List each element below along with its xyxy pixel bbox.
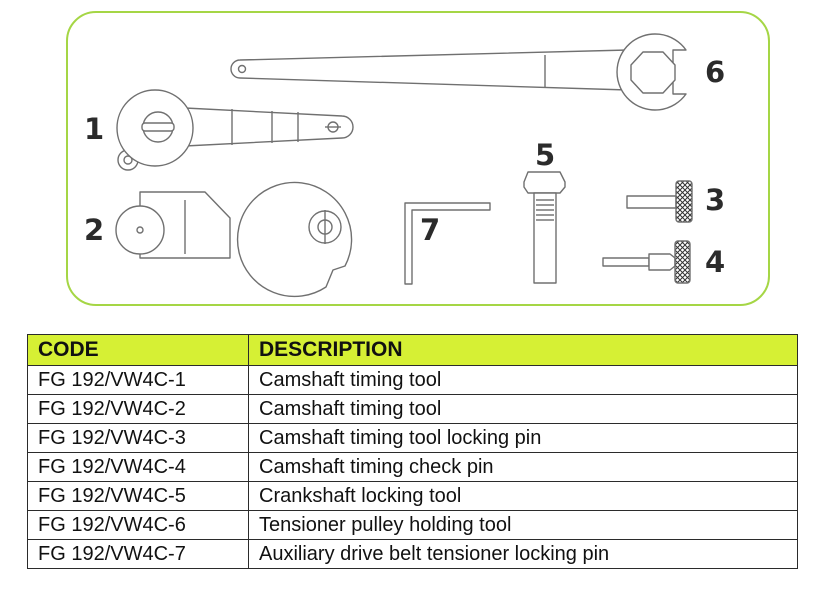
- description-cell: Camshaft timing tool: [248, 365, 798, 395]
- code-column-header: CODE: [27, 334, 249, 366]
- table-row: FG 192/VW4C-5 Crankshaft locking tool: [27, 481, 798, 511]
- tool-1-drawing: [116, 89, 354, 171]
- table-header-row: CODE DESCRIPTION: [27, 334, 798, 366]
- label-tool-4: 4: [705, 245, 726, 279]
- table-row: FG 192/VW4C-4 Camshaft timing check pin: [27, 452, 798, 482]
- table-row: FG 192/VW4C-2 Camshaft timing tool: [27, 394, 798, 424]
- code-cell: FG 192/VW4C-4: [27, 452, 249, 482]
- description-cell: Crankshaft locking tool: [248, 481, 798, 511]
- table-row: FG 192/VW4C-3 Camshaft timing tool locki…: [27, 423, 798, 453]
- tool-7-drawing: [404, 202, 491, 285]
- description-cell: Camshaft timing check pin: [248, 452, 798, 482]
- description-cell: Tensioner pulley holding tool: [248, 510, 798, 540]
- code-cell: FG 192/VW4C-7: [27, 539, 249, 569]
- tool-5-drawing: [523, 171, 566, 284]
- description-column-header: DESCRIPTION: [248, 334, 798, 366]
- description-cell: Camshaft timing tool locking pin: [248, 423, 798, 453]
- code-cell: FG 192/VW4C-2: [27, 394, 249, 424]
- parts-table: CODE DESCRIPTION FG 192/VW4C-1 Camshaft …: [27, 334, 798, 569]
- code-cell: FG 192/VW4C-3: [27, 423, 249, 453]
- description-cell: Camshaft timing tool: [248, 394, 798, 424]
- tool-2-drawing: [115, 181, 353, 298]
- label-tool-7: 7: [420, 213, 441, 247]
- description-cell: Auxiliary drive belt tensioner locking p…: [248, 539, 798, 569]
- code-cell: FG 192/VW4C-6: [27, 510, 249, 540]
- table-row: FG 192/VW4C-6 Tensioner pulley holding t…: [27, 510, 798, 540]
- tool-6-drawing: [230, 33, 687, 111]
- label-tool-6: 6: [705, 55, 726, 89]
- tool-3-drawing: [626, 180, 693, 223]
- table-row: FG 192/VW4C-1 Camshaft timing tool: [27, 365, 798, 395]
- tool-4-drawing: [602, 240, 691, 284]
- label-tool-5: 5: [535, 138, 556, 172]
- code-cell: FG 192/VW4C-5: [27, 481, 249, 511]
- table-row: FG 192/VW4C-7 Auxiliary drive belt tensi…: [27, 539, 798, 569]
- label-tool-1: 1: [84, 112, 105, 146]
- code-cell: FG 192/VW4C-1: [27, 365, 249, 395]
- label-tool-2: 2: [84, 213, 105, 247]
- tools-diagram: [115, 33, 693, 298]
- label-tool-3: 3: [705, 183, 726, 217]
